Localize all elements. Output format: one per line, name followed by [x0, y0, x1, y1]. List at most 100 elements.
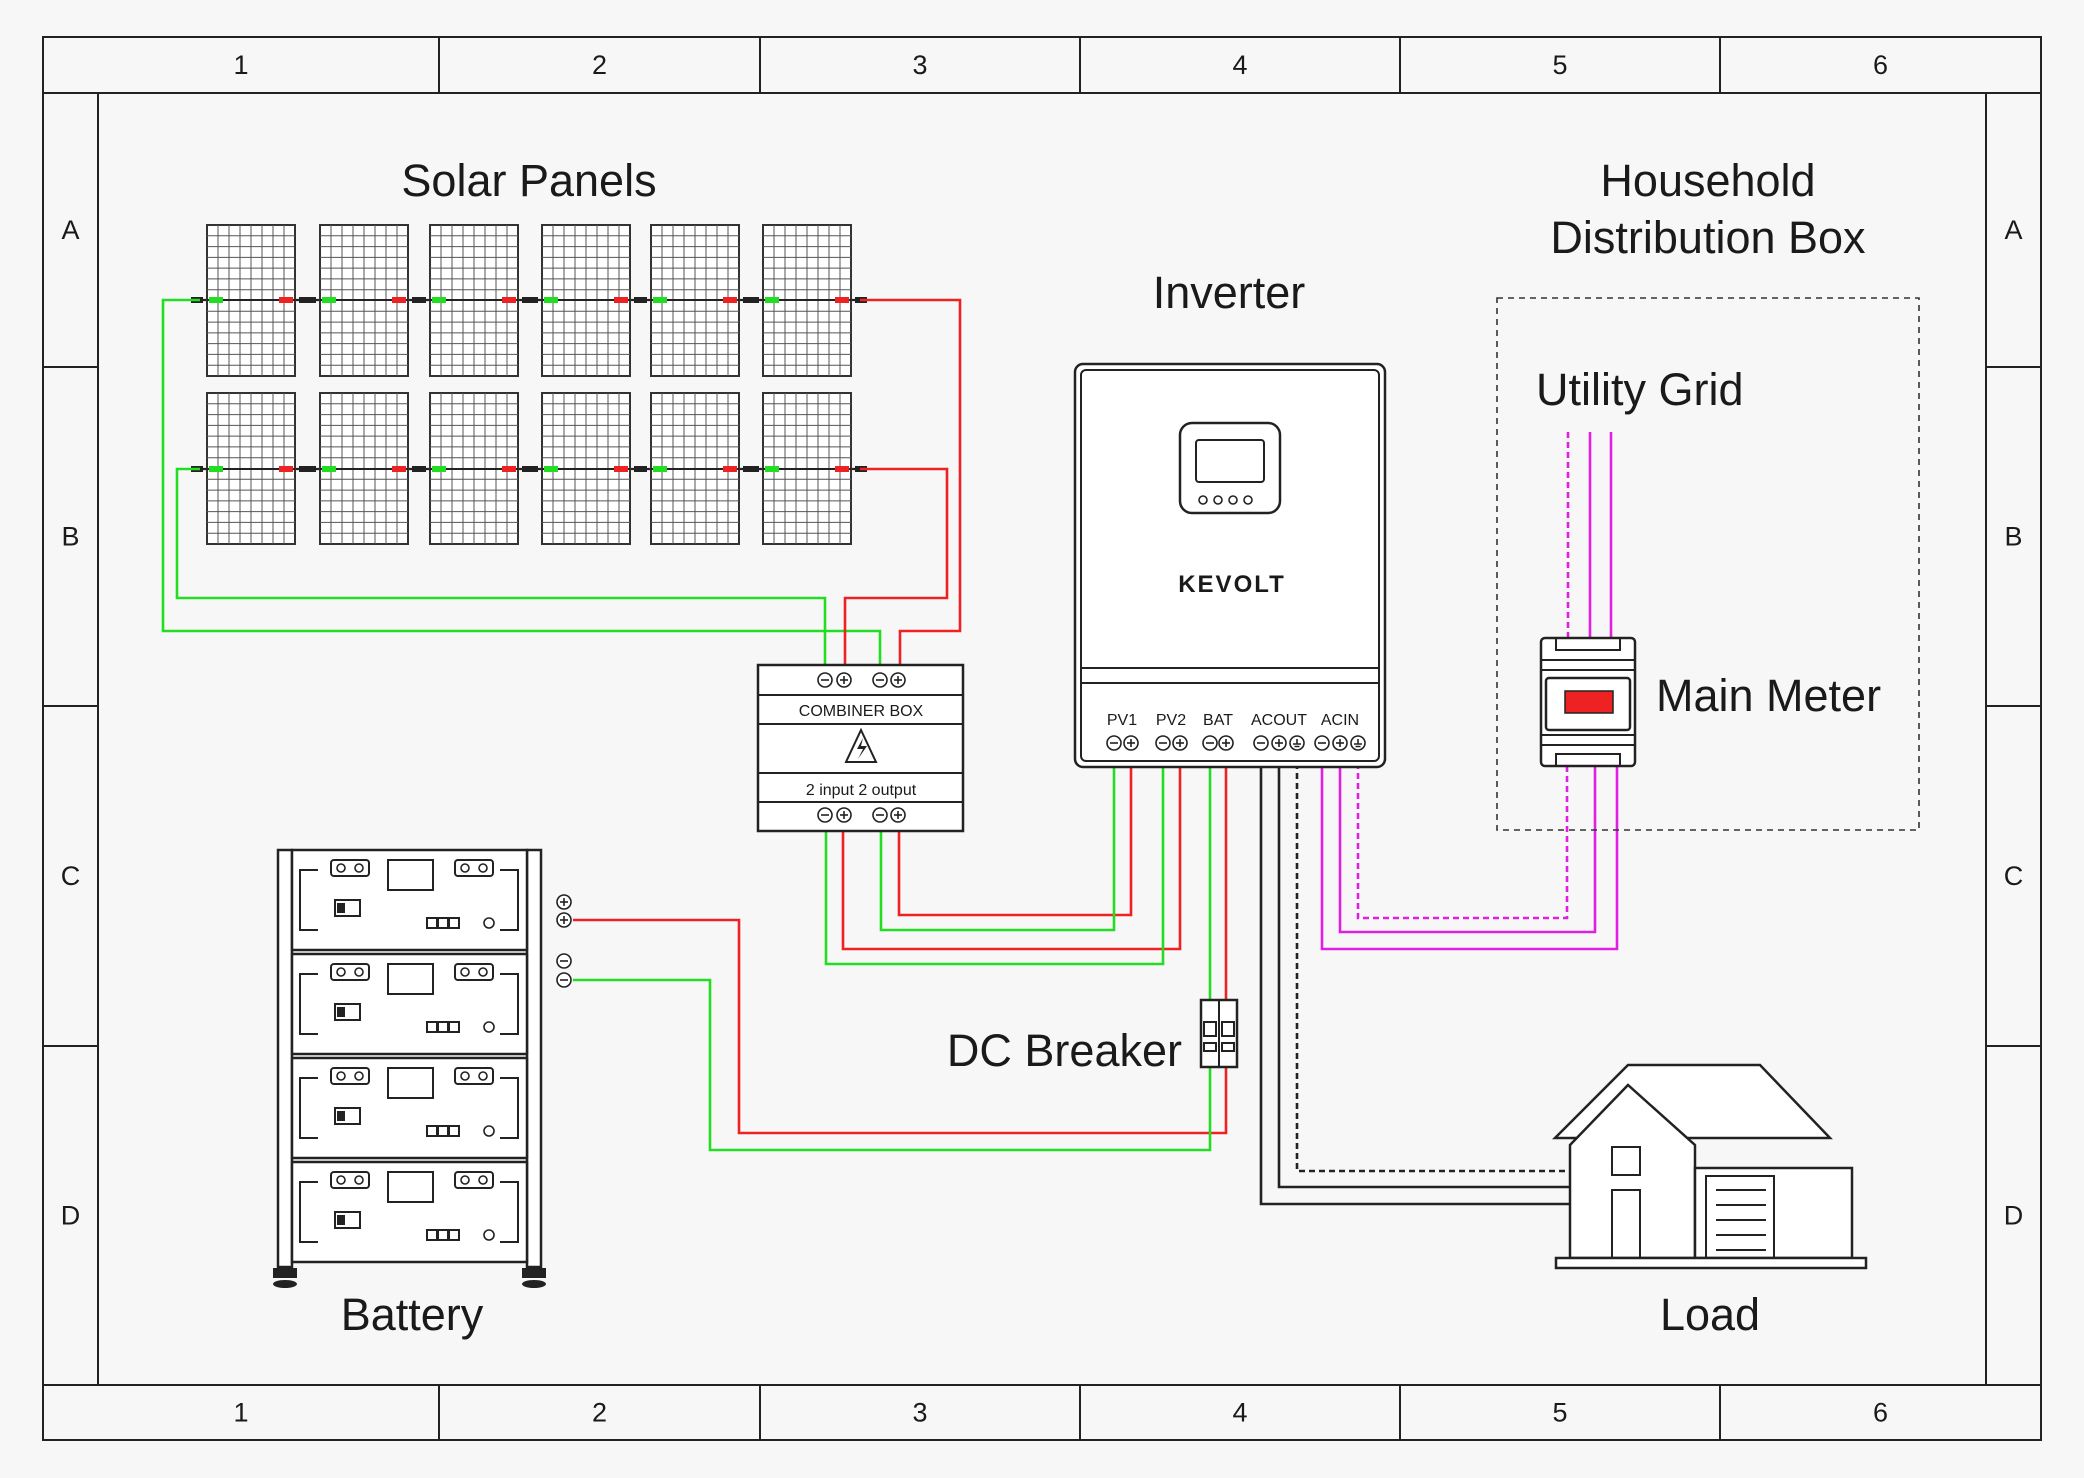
- hazard-icon: [844, 727, 878, 763]
- mc4-plug: [304, 297, 316, 303]
- acin-neutral-wire: [1338, 743, 1597, 934]
- mc4-plug: [526, 466, 538, 472]
- solar-panel: [526, 224, 646, 377]
- negative-terminal: [872, 672, 888, 688]
- grid-row-right-cell: [1985, 1045, 2042, 1386]
- grid-row-right-label: B: [2004, 522, 2022, 552]
- panel-negative-connector: [209, 297, 223, 303]
- panel-negative-connector: [544, 466, 558, 472]
- grid-col-bottom-cell: [1719, 1384, 2042, 1441]
- grid-col-top-label: 2: [592, 50, 607, 80]
- grid-col-top-cell: [759, 36, 1081, 94]
- solar-panel: [191, 392, 311, 545]
- solar-panel: [414, 224, 534, 377]
- panel-negative-connector: [432, 466, 446, 472]
- negative-terminal: [1106, 735, 1122, 751]
- house-icon: [1551, 1063, 1868, 1270]
- positive-terminal: [1332, 735, 1348, 751]
- pv2-negative-wire: [824, 743, 1165, 966]
- mc4-plug: [304, 466, 316, 472]
- grid-row-right-cell: [1985, 366, 2042, 707]
- grid-col-bottom-cell: [1079, 1384, 1401, 1441]
- battery-screen: [387, 963, 434, 995]
- pv1-positive-wire: [897, 743, 1133, 917]
- negative-terminal: [556, 953, 572, 969]
- acin-line-wire: [1320, 743, 1619, 951]
- panel-positive-connector: [723, 466, 737, 472]
- acout-line-wire: [1259, 743, 1570, 1206]
- panel-negative-connector: [544, 297, 558, 303]
- ground-terminal: [1289, 735, 1305, 751]
- household-distribution-box: [1496, 297, 1920, 831]
- panel-negative-connector: [765, 466, 779, 472]
- grid-col-top-cell: [1399, 36, 1721, 94]
- battery-module: [290, 1160, 529, 1264]
- positive-terminal: [836, 807, 852, 823]
- utility-grid-label: Utility Grid: [1536, 364, 1744, 415]
- grid-col-bottom-label: 4: [1232, 1398, 1247, 1428]
- solar-panel: [414, 392, 534, 545]
- positive-terminal: [556, 894, 572, 910]
- grid-col-top-label: 6: [1873, 50, 1888, 80]
- battery-screen: [387, 859, 434, 891]
- mc4-plug: [414, 466, 426, 472]
- grid-col-bottom-label: 5: [1552, 1398, 1567, 1428]
- negative-terminal: [1314, 735, 1330, 751]
- battery-module: [290, 848, 529, 952]
- load-label: Load: [1660, 1289, 1760, 1340]
- pv2-terminal-label: PV2: [1156, 712, 1186, 729]
- mc4-plug: [414, 297, 426, 303]
- positive-terminal: [556, 912, 572, 928]
- panel-negative-connector: [322, 466, 336, 472]
- panel-negative-connector: [653, 297, 667, 303]
- battery-port: [330, 963, 370, 981]
- combiner-box: COMBINER BOX 2 input 2 output: [756, 663, 965, 833]
- battery-left-foot: [273, 1268, 297, 1278]
- battery-port: [454, 859, 494, 877]
- string1-positive-wire: [860, 298, 962, 680]
- grid-col-top-cell: [1719, 36, 2042, 94]
- positive-terminal: [1218, 735, 1234, 751]
- grid-col-top-cell: [42, 36, 440, 94]
- solar-panel: [635, 392, 755, 545]
- panel-positive-connector: [279, 297, 293, 303]
- battery-module: [290, 1056, 529, 1160]
- panel-positive-connector: [392, 466, 406, 472]
- mc4-plug: [635, 466, 647, 472]
- positive-terminal: [890, 672, 906, 688]
- grid-col-bottom-label: 1: [233, 1398, 248, 1428]
- battery-switch: [334, 1211, 361, 1229]
- positive-terminal: [1271, 735, 1287, 751]
- grid-col-top-label: 4: [1232, 50, 1247, 80]
- main-meter: [1539, 636, 1637, 768]
- battery-switch: [334, 899, 361, 917]
- inverter-label: Inverter: [1153, 267, 1306, 318]
- battery-port: [330, 859, 370, 877]
- battery-port: [454, 963, 494, 981]
- battery-port: [330, 1171, 370, 1189]
- panel-positive-connector: [835, 297, 849, 303]
- pv2-positive-wire: [841, 743, 1182, 951]
- solar-panel: [304, 224, 424, 377]
- battery-screen: [387, 1171, 434, 1203]
- combiner-box-spec: 2 input 2 output: [806, 782, 917, 799]
- battery-port: [454, 1171, 494, 1189]
- battery-port: [330, 1067, 370, 1085]
- negative-terminal: [817, 807, 833, 823]
- inverter-brand-logo: KEVOLT: [1178, 571, 1286, 598]
- panel-positive-connector: [614, 297, 628, 303]
- grid-row-left-label: D: [61, 1201, 81, 1231]
- combiner-box-title: COMBINER BOX: [799, 703, 924, 720]
- solar-panel: [304, 392, 424, 545]
- grid-row-right-label: A: [2004, 215, 2022, 245]
- battery-right-leveler: [522, 1280, 546, 1288]
- solar-panel-array: [191, 224, 867, 545]
- grid-row-left-label: A: [61, 215, 79, 245]
- negative-terminal: [872, 807, 888, 823]
- inverter-display: [1178, 421, 1282, 515]
- battery-label: Battery: [341, 1289, 484, 1340]
